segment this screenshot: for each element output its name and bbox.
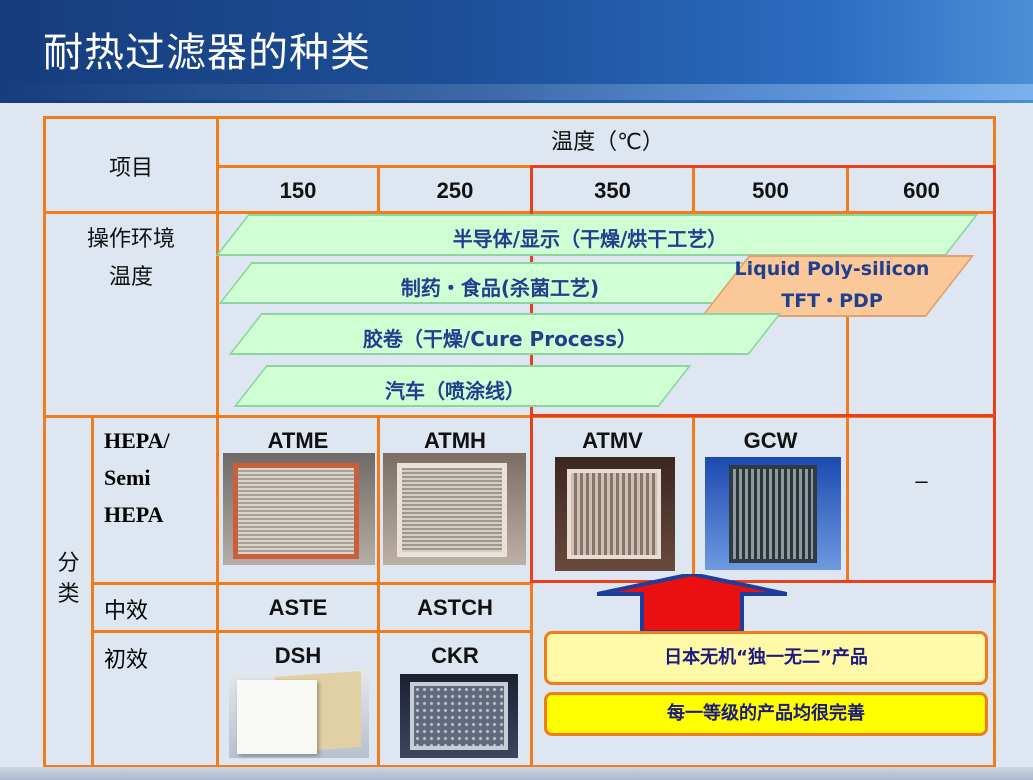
dsh-panel-front xyxy=(237,680,317,754)
product-gcw: GCW xyxy=(743,428,798,453)
gcw-photo xyxy=(705,457,841,570)
band-tape: 胶卷（干燥/Cure Process） xyxy=(362,327,638,351)
col-line-500 xyxy=(692,165,695,213)
product-aste: ASTE xyxy=(268,595,328,620)
col-line-600-mid xyxy=(846,300,849,583)
mid-label: 中效 xyxy=(104,599,149,624)
category-label-char-1: 分 xyxy=(57,551,80,576)
temp-600: 600 xyxy=(903,178,940,203)
col-line-500-lower xyxy=(692,415,695,583)
item-header: 项目 xyxy=(108,156,153,181)
env-label-line2: 温度 xyxy=(108,265,153,290)
hepa-label-line1: HEPA/ xyxy=(104,428,170,453)
col-line-150 xyxy=(377,165,380,213)
atme-filter-frame xyxy=(233,463,359,559)
footer-bar xyxy=(0,767,1033,780)
band-semiconductor: 半导体/显示（干燥/烘干工艺） xyxy=(452,227,728,251)
product-atme: ATME xyxy=(267,428,329,453)
pre-label: 初效 xyxy=(104,648,149,673)
header-stripe xyxy=(0,84,1033,100)
gcw-filter-frame xyxy=(729,465,817,563)
page-title: 耐热过滤器的种类 xyxy=(43,30,371,76)
band-liquid-line2: TFT・PDP xyxy=(781,290,883,312)
band-liquid-line1: Liquid Poly-silicon xyxy=(734,258,930,280)
atme-photo xyxy=(223,453,375,565)
atmv-photo xyxy=(555,457,675,571)
highlight-mid-line xyxy=(530,414,996,417)
category-label-char-2: 类 xyxy=(57,582,80,607)
product-dsh: DSH xyxy=(274,643,322,668)
row-line-mid-bottom xyxy=(92,630,532,633)
hepa-label-line2: Semi xyxy=(104,465,151,490)
up-arrow-icon xyxy=(597,574,787,632)
slide-header: 耐热过滤器的种类 xyxy=(0,0,1033,103)
product-ckr: CKR xyxy=(431,643,479,668)
row-line-hepa-bottom xyxy=(92,582,532,585)
hepa-label-line3: HEPA xyxy=(104,502,164,527)
product-atmv: ATMV xyxy=(582,428,643,453)
col-line-250 xyxy=(530,415,533,768)
band-pharma: 制药・食品(杀菌工艺) xyxy=(400,276,600,300)
row-line-header-bottom xyxy=(43,211,996,214)
temperature-header: 温度（℃） xyxy=(551,130,664,155)
ckr-filter-frame xyxy=(410,682,508,750)
atmh-filter-frame xyxy=(397,463,507,557)
temp-350: 350 xyxy=(594,178,631,203)
temp-500: 500 xyxy=(752,178,789,203)
temp-250: 250 xyxy=(436,178,474,203)
env-label-line1: 操作环境 xyxy=(86,227,175,252)
col-line-150-lower xyxy=(377,415,380,768)
product-atmh: ATMH xyxy=(424,428,486,453)
col-line-item xyxy=(216,116,219,768)
product-astch: ASTCH xyxy=(417,595,493,620)
dsh-photo xyxy=(229,670,369,758)
callout-complete: 每一等级的产品均很完善 xyxy=(544,692,988,736)
atmh-photo xyxy=(383,453,526,565)
col-line-cat xyxy=(91,415,94,768)
atmv-filter-frame xyxy=(567,469,661,559)
row-line-env-bottom xyxy=(43,415,996,418)
ckr-photo xyxy=(400,674,518,758)
temp-150: 150 xyxy=(279,178,317,203)
band-auto: 汽车（喷涂线） xyxy=(385,379,525,403)
callout-unique: 日本无机“独一无二”产品 xyxy=(544,631,988,685)
col-line-600 xyxy=(846,165,849,213)
product-none: – xyxy=(915,468,928,493)
